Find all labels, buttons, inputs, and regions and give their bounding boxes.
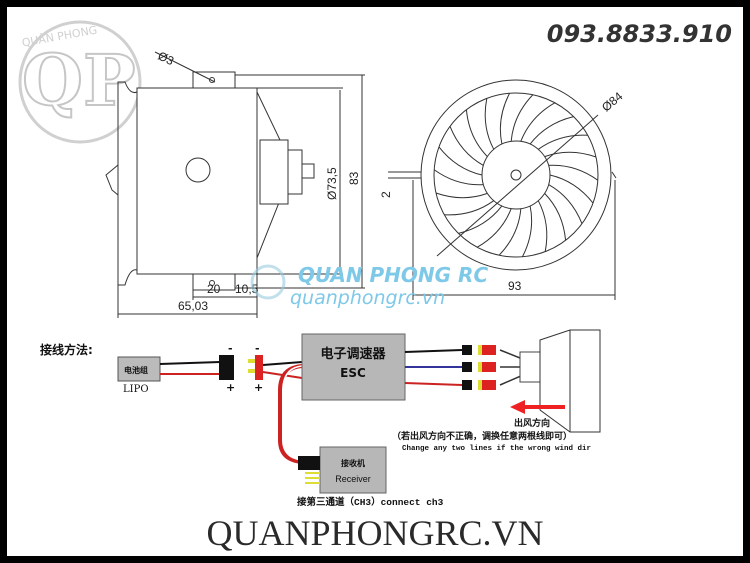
fan-blade [537,134,588,150]
fan-blade [499,93,511,145]
dim-hole: Ø3 [156,49,177,69]
airflow-arrow-icon [510,400,565,414]
watermark-url: quanphongrc.vn [290,287,445,309]
battery-type: LIPO [123,384,149,395]
receiver-box [319,446,387,494]
fan-blade [549,174,594,204]
bullet-connector [462,345,472,355]
small-logo-watermark [250,264,286,300]
dim-height: 83 [347,171,361,185]
fan-blade [449,126,484,166]
fan-blade [498,208,522,256]
plus-label-2: + [254,381,263,394]
airflow-label: 出风方向 [514,417,550,429]
fan-blade [548,164,599,181]
bullet-connector [478,345,482,355]
dim-tab-width: 20 [207,282,221,296]
bullet-connector [478,380,482,390]
bullet-connector [462,362,472,372]
bullet-connector [482,345,496,355]
dim-inner-diameter: Ø73,5 [325,167,339,200]
note-cn: （若出风方向不正确，调换任意两根线即可） [392,430,572,442]
wiring-diagram: 接线方法: 电池组 LIPO - - + + 电子调速器 ESC 出风方向 （若… [40,329,601,508]
fan-blade [537,200,548,252]
plus-label: + [226,381,235,394]
minus-label-2: - [255,342,260,355]
esc-cn-label: 电子调速器 [320,346,386,362]
fan-front-view: Ø84 2 93 [379,79,626,300]
watermark-name: QUAN PHONG RC [298,263,488,287]
footer-website: QUANPHONGRC.VN [206,513,543,553]
dim-length: 65,03 [178,299,208,313]
fan-blade [521,205,533,257]
phone-number: 093.8833.910 [547,20,732,48]
logo-letters: QP [22,39,136,122]
fan-blade [458,205,503,234]
fan-blade [433,169,484,186]
fan-blade [544,151,597,158]
fan-blade [438,146,483,176]
fan-blade [444,200,495,216]
wiring-title: 接线方法: [40,342,93,357]
fan-blade [510,94,534,142]
esc-label: ESC [340,366,366,380]
dim-width: 93 [508,279,522,293]
note-en: Change any two lines if the wrong wind d… [402,445,591,453]
bullet-connector [478,362,482,372]
fan-blade [548,184,583,224]
bullet-connector [482,362,496,372]
fan-blade [465,109,488,157]
minus-label: - [228,342,233,355]
channel-caption: 接第三通道（CH3）connect ch3 [297,496,444,508]
fan-side-view: Ø3 Ø73,5 83 20 10,5 65,03 [105,49,365,318]
fan-blade [520,102,556,142]
battery-box [117,356,161,382]
receiver-cn-label: 接收机 [341,458,365,468]
dim-pin: 2 [379,191,393,198]
fan-blade [476,208,512,248]
fan-blade [529,116,574,145]
fan-blade [484,98,495,150]
battery-label: 电池组 [124,365,148,375]
qp-logo-watermark: QP QUÂN PHONG [18,20,142,144]
receiver-label: Receiver [335,474,371,484]
fan-blade [435,192,488,199]
bullet-connector [482,380,496,390]
fan-blade [544,193,567,241]
bullet-connector [462,380,472,390]
